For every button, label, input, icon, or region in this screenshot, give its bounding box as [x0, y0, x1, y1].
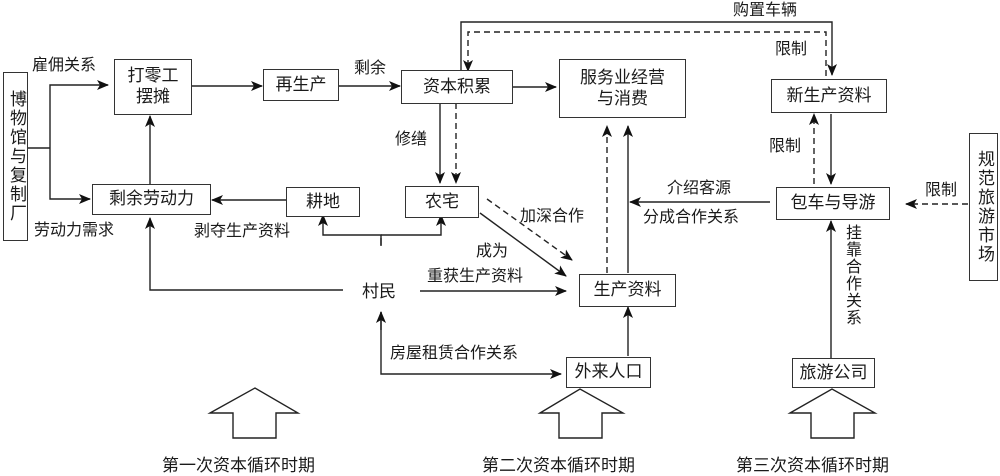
edge-capital-to-newmeans — [460, 21, 837, 76]
label-regain: 重获生产资料 — [427, 266, 524, 285]
node-villagers: 村民 — [362, 282, 396, 302]
node-regulate-market: 规范旅游市场 — [969, 133, 998, 281]
node-service-business: 服务业经营 与消费 — [559, 59, 686, 118]
label-share: 分成合作关系 — [643, 207, 740, 226]
label-labor-demand: 劳动力需求 — [34, 220, 115, 239]
edge-rental-villagers-migrants — [380, 312, 562, 379]
period-1-arrow-icon — [207, 387, 301, 439]
label-buy-vehicles: 购置车辆 — [733, 0, 798, 19]
node-capital-accumulation: 资本积累 — [401, 70, 513, 104]
node-charter-guide: 包车与导游 — [776, 187, 890, 220]
node-new-means: 新生产资料 — [771, 79, 887, 113]
label-deepen: 加深合作 — [520, 206, 585, 225]
node-odd-jobs: 打零工 摆摊 — [114, 59, 192, 115]
period-2-arrow-icon — [537, 388, 626, 439]
label-introduce: 介绍客源 — [667, 178, 732, 197]
edge-farmhouse-become-means — [479, 212, 567, 277]
node-travel-agency: 旅游公司 — [792, 358, 875, 388]
period-2-caption: 第二次资本循环时期 — [482, 456, 635, 476]
label-deprive: 剥夺生产资料 — [194, 221, 291, 240]
node-farmhouse: 农宅 — [405, 186, 479, 218]
label-employment: 雇佣关系 — [32, 55, 97, 74]
node-surplus-labor: 剩余劳动力 — [92, 184, 211, 215]
period-3-arrow-icon — [787, 388, 878, 439]
label-repair: 修缮 — [395, 129, 428, 148]
label-surplus: 剩余 — [354, 58, 387, 77]
label-affiliate: 挂靠合作关系 — [843, 224, 862, 326]
edge-museum-to-oddjobs — [49, 80, 109, 148]
period-3-caption: 第三次资本循环时期 — [736, 456, 889, 476]
node-reproduction: 再生产 — [263, 69, 339, 101]
node-farmland: 耕地 — [286, 187, 360, 217]
period-1-caption: 第一次资本循环时期 — [162, 456, 315, 476]
label-restrict-mid: 限制 — [769, 136, 802, 155]
edge-farmhouse-deepen-means — [486, 198, 573, 261]
label-restrict-top: 限制 — [775, 39, 808, 58]
label-restrict-right: 限制 — [925, 180, 958, 199]
edge-villagers-to-farmland — [318, 214, 382, 245]
node-means-of-production: 生产资料 — [579, 274, 676, 307]
edge-villagers-to-surplus — [145, 217, 343, 291]
edge-newmeans-restrict-capital — [463, 31, 827, 76]
edge-museum-to-surplus — [49, 148, 91, 204]
label-rental: 房屋租赁合作关系 — [390, 343, 519, 362]
label-become: 成为 — [476, 241, 509, 260]
edge-villagers-to-farmhouse — [381, 214, 446, 236]
node-migrants: 外来人口 — [566, 357, 651, 388]
node-museum: 博物馆与复制厂 — [3, 72, 28, 241]
